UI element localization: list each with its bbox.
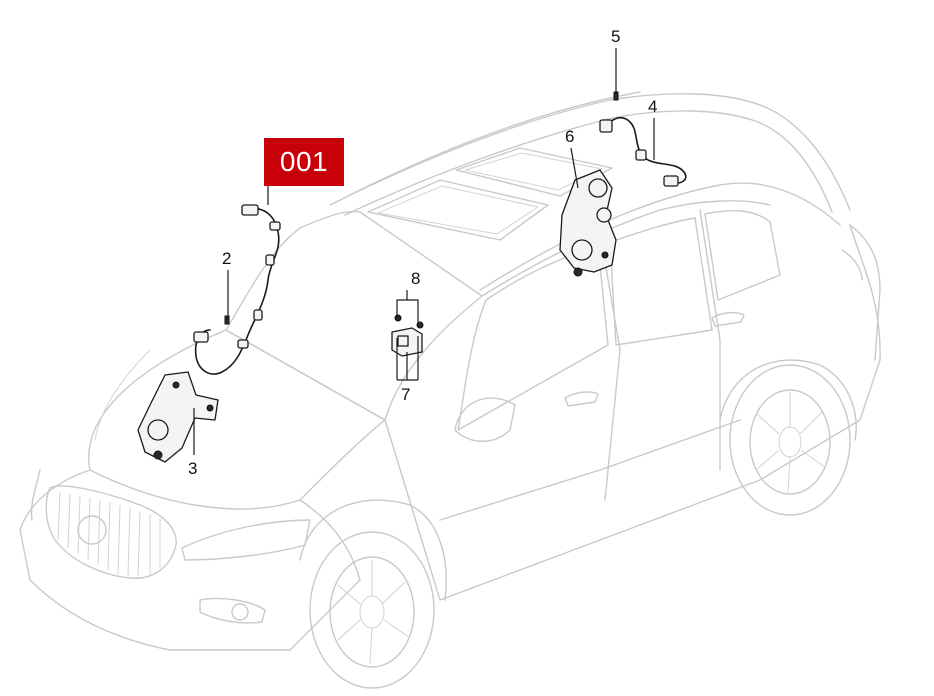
front-sensor-harness — [193, 204, 281, 375]
callout-5: 5 — [611, 27, 620, 46]
callout-2: 2 — [222, 249, 231, 268]
callouts: 2 3 4 5 6 7 8 — [188, 27, 657, 478]
callout-4: 4 — [648, 97, 657, 116]
rear-sensor-harness — [599, 116, 687, 187]
callout-7: 7 — [401, 385, 410, 404]
leader-lines — [193, 48, 655, 455]
part-number-badge[interactable]: 001 — [264, 138, 344, 186]
bolt-2 — [224, 315, 230, 325]
callout-8: 8 — [411, 269, 420, 288]
vehicle-outline — [19, 91, 881, 689]
callout-3: 3 — [188, 459, 197, 478]
front-sensor-bracket — [137, 371, 219, 463]
callout-6: 6 — [565, 127, 574, 146]
rear-sensor-bracket — [559, 169, 617, 277]
